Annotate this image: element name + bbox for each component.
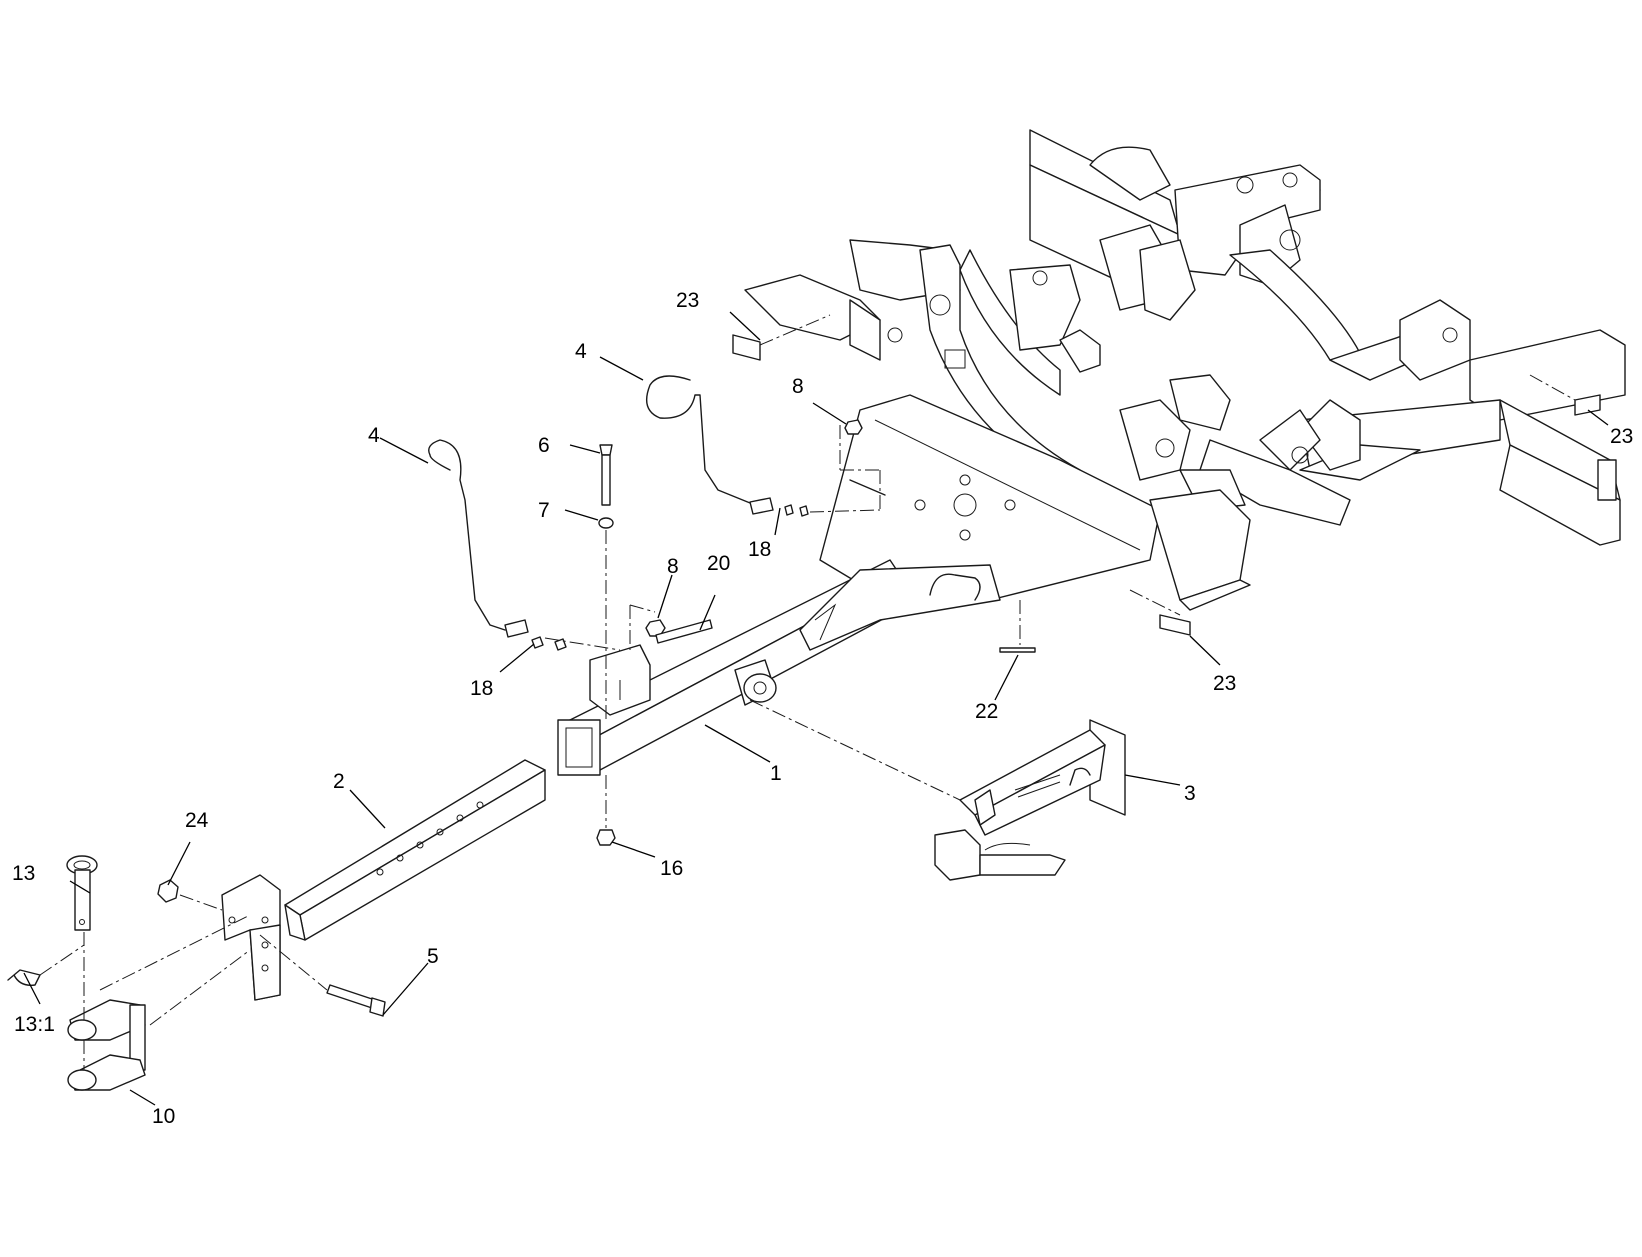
callout-8-right: 8: [792, 375, 804, 398]
callout-4-left: 4: [368, 424, 380, 447]
draw-bar: [221, 759, 546, 1001]
callout-8-left: 8: [667, 555, 679, 578]
callout-18-left: 18: [470, 677, 493, 700]
callout-7: 7: [538, 499, 550, 522]
callout-20: 20: [707, 552, 730, 575]
callout-22: 22: [975, 700, 998, 723]
callout-2: 2: [333, 770, 345, 793]
tongue-arm: [557, 559, 1001, 776]
callout-1: 1: [770, 762, 782, 785]
leader-lines: [23, 311, 1609, 1106]
callout-23-bottom: 23: [1213, 672, 1236, 695]
callout-24: 24: [185, 809, 209, 832]
callout-16: 16: [660, 857, 683, 880]
callout-18-right: 18: [748, 538, 771, 561]
callout-23-right: 23: [1610, 425, 1633, 448]
callout-10: 10: [152, 1105, 175, 1128]
small-parts: [7, 334, 1601, 1091]
assembly-lines: [39, 314, 1576, 1070]
callout-6: 6: [538, 434, 550, 457]
callout-4-right: 4: [575, 340, 587, 363]
jack-stand: [934, 719, 1126, 881]
callout-5: 5: [427, 945, 439, 968]
callout-3: 3: [1184, 782, 1196, 805]
callout-13-1: 13:1: [14, 1013, 55, 1036]
main-frame: [744, 129, 1626, 611]
callout-labels: 1 2 3 4 4 5 6 7 8 8 10 13 13:1 16 18 18 …: [12, 289, 1633, 1128]
callout-13: 13: [12, 862, 35, 885]
callout-23-top: 23: [676, 289, 699, 312]
